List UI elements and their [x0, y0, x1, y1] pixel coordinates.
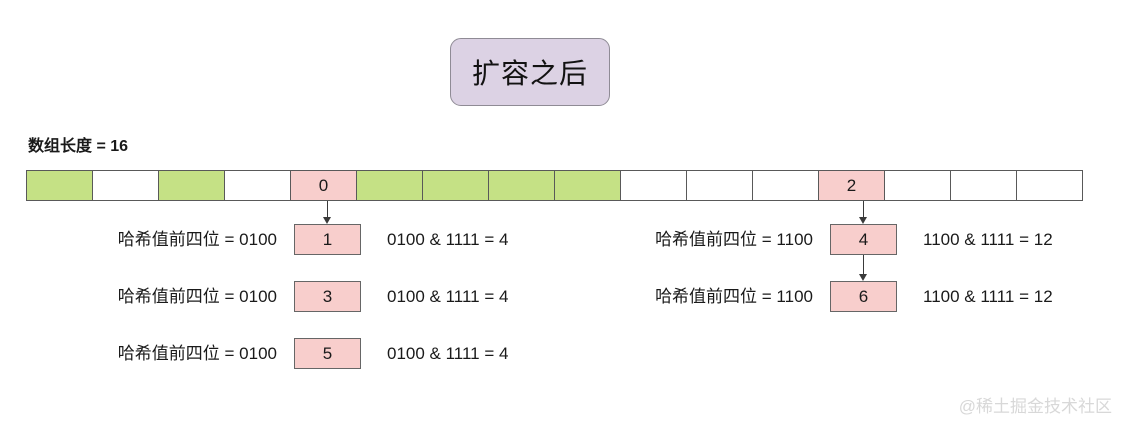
array-cell-8 — [554, 170, 621, 201]
hash-prefix-label: 哈希值前四位 = 0100 — [117, 287, 277, 306]
title-box: 扩容之后 — [450, 38, 610, 106]
array-cell-4: 0 — [290, 170, 357, 201]
title-text: 扩容之后 — [471, 58, 588, 89]
array-cell-6 — [422, 170, 489, 201]
array-cell-15 — [1016, 170, 1083, 201]
chain-node-3: 3 — [294, 281, 361, 312]
hash-prefix-label: 哈希值前四位 = 1100 — [655, 230, 813, 249]
array-cell-14 — [950, 170, 1017, 201]
array-cell-11 — [752, 170, 819, 201]
chain-node-6: 6 — [830, 281, 897, 312]
array-cell-3 — [224, 170, 291, 201]
chain-node-5: 5 — [294, 338, 361, 369]
and-operation-label: 0100 & 1111 = 4 — [387, 230, 509, 249]
arrow-down-to-node-4 — [859, 201, 867, 224]
array-cell-12: 2 — [818, 170, 885, 201]
array-cell-7 — [488, 170, 555, 201]
arrow-down-to-node-1 — [323, 201, 331, 224]
array-cell-5 — [356, 170, 423, 201]
and-operation-label: 0100 & 1111 = 4 — [387, 287, 509, 306]
and-operation-label: 1100 & 1111 = 12 — [923, 287, 1053, 306]
array-cell-9 — [620, 170, 687, 201]
and-operation-label: 1100 & 1111 = 12 — [923, 230, 1053, 249]
array-length-label: 数组长度 = 16 — [28, 138, 129, 155]
array-cell-0 — [26, 170, 93, 201]
hash-prefix-label: 哈希值前四位 = 0100 — [117, 230, 277, 249]
hash-prefix-label: 哈希值前四位 = 1100 — [655, 287, 813, 306]
array-cell-2 — [158, 170, 225, 201]
chain-node-1: 1 — [294, 224, 361, 255]
array-cell-1 — [92, 170, 159, 201]
watermark: @稀土掘金技术社区 — [958, 397, 1112, 416]
hash-prefix-label: 哈希值前四位 = 0100 — [117, 344, 277, 363]
chain-node-4: 4 — [830, 224, 897, 255]
array-cell-10 — [686, 170, 753, 201]
array-cell-13 — [884, 170, 951, 201]
arrow-down-to-node-6 — [859, 255, 867, 281]
and-operation-label: 0100 & 1111 = 4 — [387, 344, 509, 363]
